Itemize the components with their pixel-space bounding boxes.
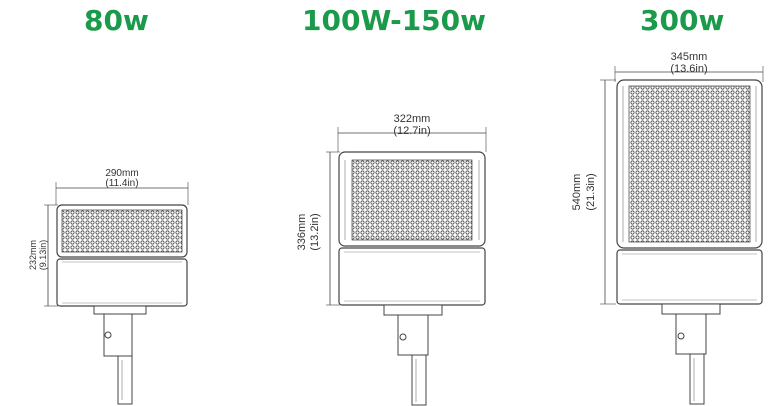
mount-bracket-150w (383, 304, 443, 316)
height-in-80w: (9.13in) (38, 240, 48, 271)
led-array-80w (61, 209, 183, 253)
width-mm-150w: 322mm (394, 113, 431, 125)
mount-bracket-80w (93, 305, 147, 315)
heading-300w: 300w (640, 4, 725, 37)
slipfitter-300w (689, 353, 705, 405)
slipfitter-150w (411, 354, 427, 406)
slipfitter-80w (117, 355, 133, 405)
fixture-100w-150w: 322mm (12.7in) 336mm (13.2in) (296, 113, 487, 406)
mount-bracket-300w (661, 303, 721, 315)
height-in-150w: (13.2in) (309, 213, 321, 250)
width-in-300w: (13.6in) (670, 63, 707, 75)
width-in-80w: (11.4in) (105, 178, 138, 189)
height-mm-150w: 336mm (296, 214, 308, 251)
height-mm-300w: 540mm (571, 174, 583, 211)
width-mm-300w: 345mm (671, 51, 708, 63)
width-mm-80w: 290mm (105, 168, 138, 179)
driver-box-150w (338, 247, 486, 306)
heading-80w: 80w (84, 4, 149, 37)
fixture-80w: 290mm (11.4in) 232mm (9.13in) (28, 168, 189, 405)
led-array-300w (628, 85, 751, 243)
fixture-300w: 345mm (13.6in) 540mm (21.3in) (571, 51, 764, 405)
led-array-150w (351, 159, 473, 241)
driver-box-80w (56, 258, 188, 307)
driver-box-300w (616, 249, 763, 305)
width-in-150w: (12.7in) (393, 125, 430, 137)
heading-100w-150w: 100W-150w (302, 4, 487, 37)
height-mm-80w: 232mm (28, 240, 38, 270)
height-in-300w: (21.3in) (585, 173, 597, 210)
